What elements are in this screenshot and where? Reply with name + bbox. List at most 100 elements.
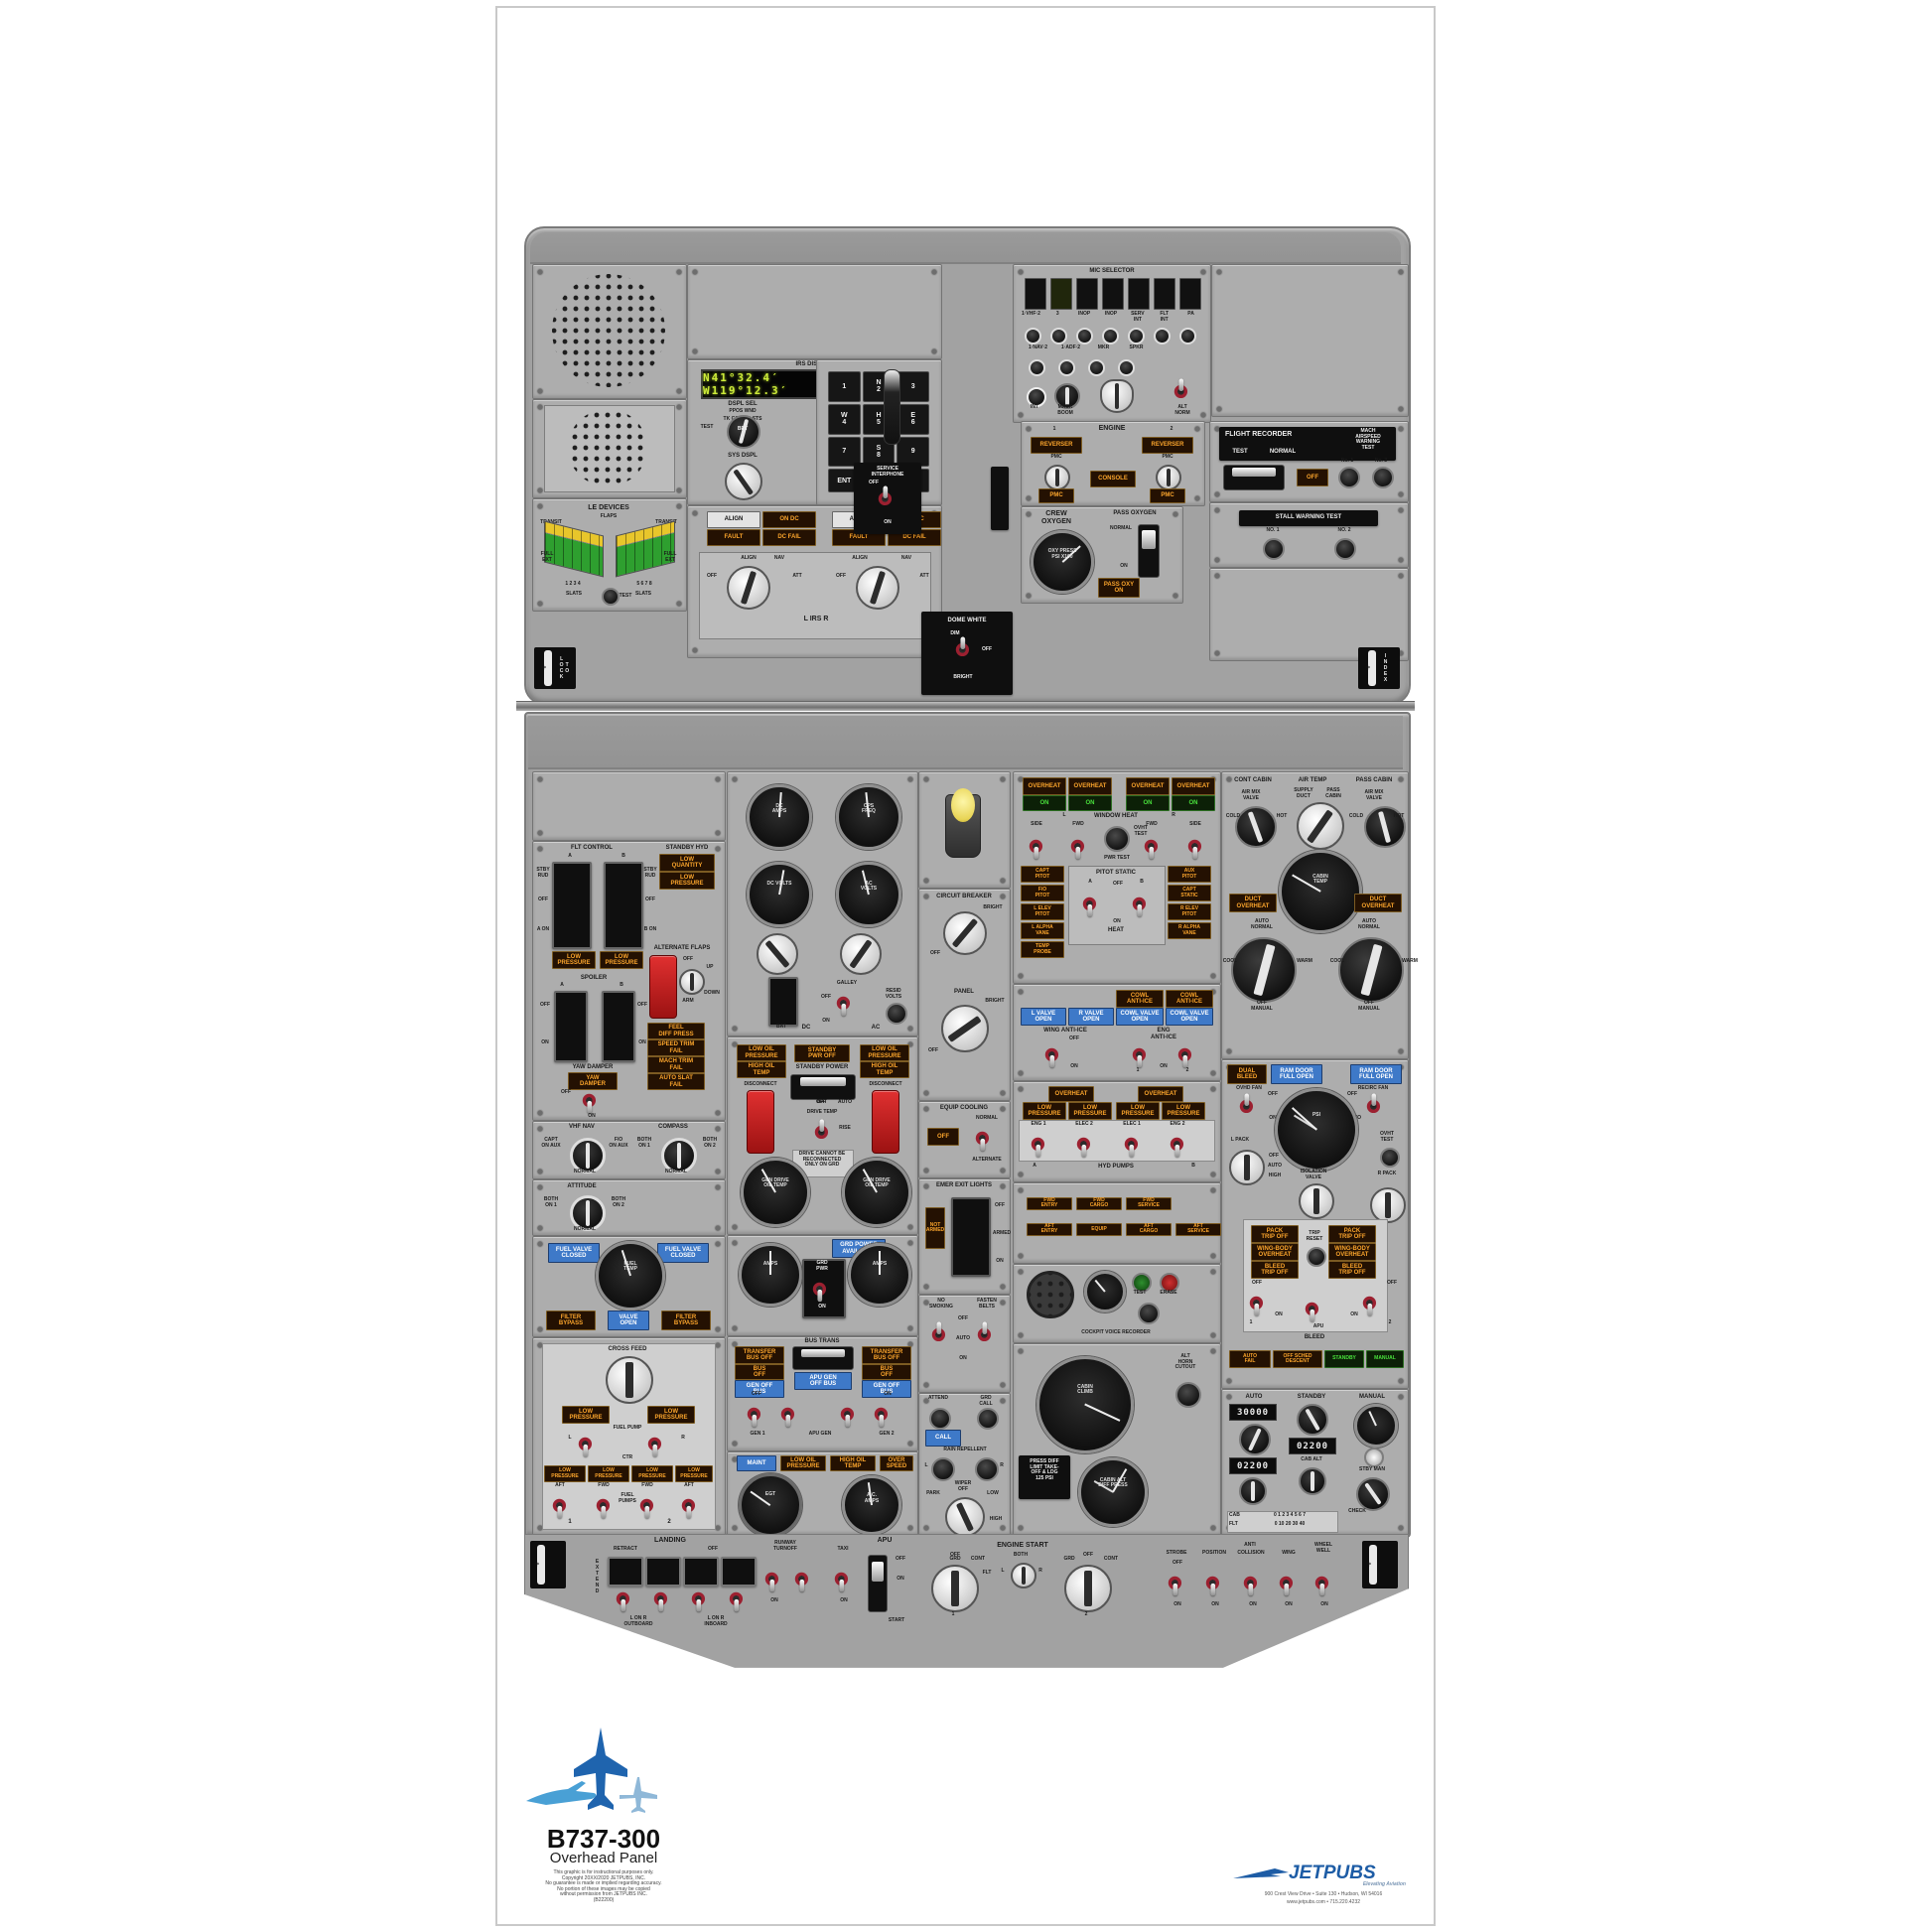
taxi-light-switch[interactable] xyxy=(834,1565,850,1592)
pitot-b-switch[interactable] xyxy=(1132,890,1148,917)
runway-turnoff-r-switch[interactable] xyxy=(794,1565,810,1592)
grd-call-button[interactable] xyxy=(977,1408,999,1430)
vhf-nav-knob[interactable] xyxy=(570,1138,606,1173)
gen1-switch[interactable] xyxy=(747,1400,762,1428)
tank1-aft-pump-switch[interactable] xyxy=(552,1491,568,1519)
wh-r-fwd-switch[interactable] xyxy=(1144,832,1160,860)
cvr-headset-jack[interactable] xyxy=(1138,1303,1160,1324)
galley-switch[interactable] xyxy=(836,989,852,1017)
l-pack-selector[interactable] xyxy=(1229,1150,1265,1185)
apu-gen2-switch[interactable] xyxy=(840,1400,856,1428)
ctr-l-pump-switch[interactable] xyxy=(578,1430,594,1457)
cont-cabin-mix-knob[interactable] xyxy=(1235,806,1277,848)
flt-control-a-switch[interactable] xyxy=(552,862,592,949)
landing-light-module-2[interactable] xyxy=(645,1557,681,1587)
mic-window-5[interactable] xyxy=(1128,278,1150,310)
alt-horn-cutout-button[interactable] xyxy=(1175,1382,1201,1408)
fwd-latch-left[interactable] xyxy=(530,1541,566,1588)
mic-window-7[interactable] xyxy=(1179,278,1201,310)
engine-start-2-selector[interactable] xyxy=(1064,1565,1112,1612)
bus-trans-switch[interactable] xyxy=(792,1346,854,1370)
mic-button-7[interactable] xyxy=(1179,328,1196,345)
mic-button-1[interactable] xyxy=(1025,328,1041,345)
gen-drive-2-disconnect[interactable] xyxy=(872,1090,899,1154)
cvr-erase-button[interactable] xyxy=(1160,1273,1179,1293)
fwd-latch-right[interactable] xyxy=(1362,1541,1398,1588)
sys-dspl-knob[interactable] xyxy=(725,463,762,500)
landing-light-switch-3[interactable] xyxy=(691,1585,707,1612)
rain-repellent-left[interactable] xyxy=(931,1457,955,1481)
keypad-key[interactable]: 1 xyxy=(828,371,861,402)
mic-window-2[interactable] xyxy=(1050,278,1072,310)
yaw-damper-switch[interactable] xyxy=(582,1086,598,1114)
flight-recorder-switch[interactable] xyxy=(1223,465,1285,490)
attitude-knob[interactable] xyxy=(570,1195,606,1231)
landing-light-module-3[interactable] xyxy=(683,1557,719,1587)
grd-pwr-switch[interactable] xyxy=(812,1275,828,1303)
apu-gen1-switch[interactable] xyxy=(780,1400,796,1428)
tank1-fwd-pump-switch[interactable] xyxy=(596,1491,612,1519)
keypad-key[interactable]: W 4 xyxy=(828,403,861,435)
dome-light-switch[interactable] xyxy=(955,635,971,663)
mic-window-6[interactable] xyxy=(1154,278,1175,310)
alt-flaps-switch[interactable] xyxy=(679,969,705,995)
compass-knob[interactable] xyxy=(661,1138,697,1173)
eng1-anti-ice-switch[interactable] xyxy=(1132,1040,1148,1068)
dc-meter-selector[interactable] xyxy=(757,933,798,975)
grab-handle[interactable] xyxy=(884,369,900,445)
standby-alt-knob[interactable] xyxy=(1297,1404,1328,1436)
no-smoking-switch[interactable] xyxy=(931,1320,947,1348)
hyd-elec2-switch[interactable] xyxy=(1076,1130,1092,1158)
bleed-2-switch[interactable] xyxy=(1362,1289,1378,1316)
alt-norm-switch[interactable] xyxy=(1173,377,1189,405)
irs-r-mode-knob[interactable] xyxy=(856,566,899,610)
pass-cabin-mix-knob[interactable] xyxy=(1364,806,1406,848)
crossfeed-selector[interactable] xyxy=(606,1356,653,1404)
alternate-flaps-guard[interactable] xyxy=(649,955,677,1019)
ctr-r-pump-switch[interactable] xyxy=(647,1430,663,1457)
fasten-belts-switch[interactable] xyxy=(977,1320,993,1348)
wiper-knob[interactable] xyxy=(945,1497,985,1537)
pmc-1-switch[interactable] xyxy=(1044,465,1070,490)
pmc-2-switch[interactable] xyxy=(1156,465,1181,490)
engine-start-1-selector[interactable] xyxy=(931,1565,979,1612)
ignition-selector[interactable] xyxy=(1011,1563,1036,1588)
bleed-1-switch[interactable] xyxy=(1249,1289,1265,1316)
pass-cabin-temp-knob[interactable] xyxy=(1338,937,1404,1003)
apu-start-switch[interactable] xyxy=(868,1555,888,1612)
wh-l-side-switch[interactable] xyxy=(1029,832,1044,860)
flt-alt-knob[interactable] xyxy=(1239,1424,1271,1455)
mkr-button[interactable] xyxy=(1088,359,1105,376)
service-interphone-switch[interactable] xyxy=(878,484,894,512)
spoiler-b-switch[interactable] xyxy=(602,991,635,1062)
temp-source-selector[interactable] xyxy=(1297,802,1344,850)
wing-anti-ice-switch[interactable] xyxy=(1044,1040,1060,1068)
circuit-breaker-knob[interactable] xyxy=(943,911,987,955)
stall-test-button-1[interactable] xyxy=(1263,538,1285,560)
hyd-elec1-switch[interactable] xyxy=(1124,1130,1140,1158)
tank2-aft-pump-switch[interactable] xyxy=(681,1491,697,1519)
wheel-well-switch[interactable] xyxy=(1314,1569,1330,1596)
resid-volts-button[interactable] xyxy=(886,1003,907,1025)
landing-light-switch-4[interactable] xyxy=(729,1585,745,1612)
rain-repellent-right[interactable] xyxy=(975,1457,999,1481)
spoiler-a-switch[interactable] xyxy=(554,991,588,1062)
cont-cabin-temp-knob[interactable] xyxy=(1231,937,1297,1003)
mic-button-3[interactable] xyxy=(1076,328,1093,345)
panel-light-knob[interactable] xyxy=(941,1005,989,1052)
wing-light-switch[interactable] xyxy=(1279,1569,1295,1596)
landing-light-switch-2[interactable] xyxy=(653,1585,669,1612)
bleed-apu-switch[interactable] xyxy=(1305,1295,1320,1322)
anti-collision-switch[interactable] xyxy=(1243,1569,1259,1596)
hyd-eng2-switch[interactable] xyxy=(1170,1130,1185,1158)
pass-oxygen-switch[interactable] xyxy=(1138,524,1160,578)
equip-cooling-switch[interactable] xyxy=(975,1124,991,1152)
mic-window-4[interactable] xyxy=(1102,278,1124,310)
trip-reset-button[interactable] xyxy=(1307,1247,1326,1267)
irs-l-mode-knob[interactable] xyxy=(727,566,770,610)
tank2-fwd-pump-switch[interactable] xyxy=(639,1491,655,1519)
emer-exit-guard[interactable] xyxy=(951,1197,991,1277)
stall-test-button-2[interactable] xyxy=(1334,538,1356,560)
ovht-test-button[interactable] xyxy=(1104,826,1130,852)
mic-window-3[interactable] xyxy=(1076,278,1098,310)
